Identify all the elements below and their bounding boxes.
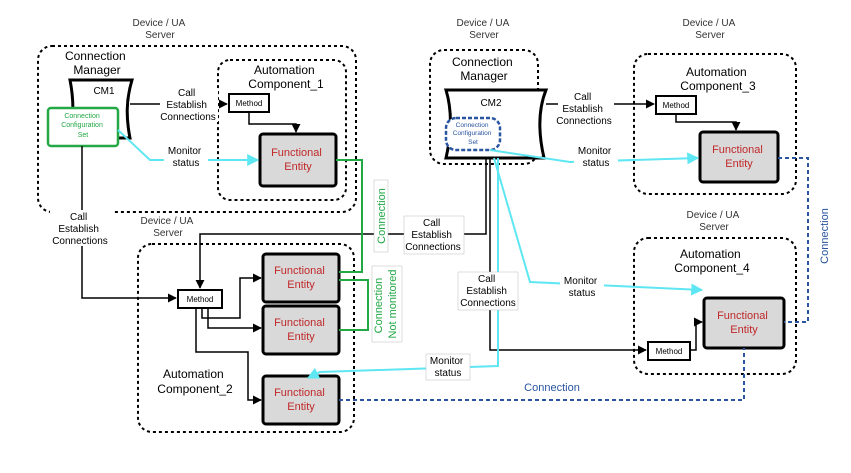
arrow-cm2-to-method4 — [489, 158, 647, 355]
functional-entity-ac2-c: Functional Entity — [261, 374, 341, 426]
label-call-establish-1: Call Establish Connections — [160, 88, 218, 123]
label-monitor-status-2: Monitor status — [574, 146, 618, 170]
svg-text:Functional Entity: Functional Entity — [271, 147, 325, 173]
svg-text:Method: Method — [656, 347, 683, 356]
svg-text:Method: Method — [663, 101, 690, 110]
svg-text:Functional Entity: Functional Entity — [274, 387, 328, 413]
ac4-title: Automation Component_4 — [674, 247, 750, 275]
cm1-config-label: Connection Configuration Set — [61, 113, 105, 139]
svg-text:Monitor status: Monitor status — [578, 146, 614, 169]
cm2-config-set — [444, 116, 502, 152]
monitor-cm2-to-fe2c — [306, 158, 499, 379]
server-box-5 — [633, 237, 797, 375]
label-call-establish-3: Call Establish Connections — [403, 215, 465, 255]
label-connection-blue-horizontal: Connection — [524, 382, 580, 394]
functional-entity-ac2-a: Functional Entity — [261, 252, 341, 304]
label-connection-not-monitored: Connection Not monitored — [371, 265, 403, 343]
monitor-cm2-to-fe3 — [489, 149, 700, 165]
svg-text:Monitor status: Monitor status — [564, 276, 600, 299]
svg-text:Connection: Connection — [376, 188, 388, 244]
svg-text:Monitor status: Monitor status — [168, 146, 204, 169]
ac1-title: Automation Component_1 — [248, 63, 324, 91]
method-box-ac3: Method — [655, 95, 697, 115]
functional-entity-ac2-b: Functional Entity — [261, 304, 341, 356]
server-label-5: Device / UA Server — [686, 210, 741, 233]
arrow-method1-to-fe1 — [248, 112, 301, 133]
blue-connection-fe3-to-fe4 — [778, 157, 809, 323]
arrow-method3-to-fe3 — [675, 114, 741, 131]
label-call-establish-2: Call Establish Connections — [50, 210, 112, 247]
ac3-title: Automation Component_3 — [680, 65, 756, 93]
svg-text:Functional Entity: Functional Entity — [274, 317, 328, 343]
cm1-config-set — [46, 106, 120, 148]
server-box-1 — [37, 45, 357, 213]
label-monitor-status-3: Monitor status — [560, 276, 604, 300]
method-box-ac4: Method — [647, 341, 691, 361]
server-label-3: Device / UA Server — [456, 18, 511, 41]
svg-text:Method: Method — [236, 99, 263, 108]
arrow-cm2-to-method2 — [195, 158, 487, 289]
monitor-cm2-to-fe4 — [493, 157, 704, 296]
green-connection-fe1-to-fe2a — [336, 159, 363, 273]
blue-connection-fe2c-to-fe4 — [339, 348, 745, 401]
svg-text:Call Establish Con: Call Establish Connections — [160, 88, 216, 123]
svg-text:Call Establish Con: Call Establish Connections — [52, 212, 108, 247]
functional-entity-ac3: Functional Entity — [698, 130, 780, 184]
svg-text:Method: Method — [187, 295, 214, 304]
server-box-2 — [137, 243, 355, 433]
label-connection-green: Connection — [373, 179, 389, 253]
arrow-method2-to-fe2a — [201, 273, 262, 319]
label-monitor-status-4: Monitor status — [425, 353, 471, 381]
server-label-1: Device / UA Server — [132, 18, 187, 41]
monitor-cm1-to-fe1 — [117, 129, 260, 166]
svg-text:Functional Entity: Functional Entity — [712, 144, 766, 170]
arrow-cm1-to-method2 — [81, 146, 177, 303]
svg-text:Call Establish Con: Call Establish Connections — [460, 274, 516, 309]
label-connection-blue-vertical: Connection — [819, 208, 831, 264]
arrow-method4-to-fe4 — [690, 317, 703, 351]
svg-text:Call Establish Con: Call Establish Connections — [405, 218, 461, 253]
functional-entity-ac1: Functional Entity — [258, 132, 338, 188]
arrow-method2-to-fe2c — [195, 308, 262, 405]
method-box-ac1: Method — [228, 93, 270, 113]
arrow-method2-to-fe2b — [207, 308, 262, 333]
svg-text:Connection Not monitored: Connection Not monitored — [373, 269, 399, 338]
cm2-doc-label: CM2 — [480, 98, 502, 109]
label-call-establish-5: Call Establish Connections — [457, 271, 519, 311]
cm2-title: Connection Manager — [452, 55, 516, 83]
server-label-4: Device / UA Server — [682, 18, 737, 41]
ac1-box — [217, 59, 347, 201]
svg-text:Functional Entity: Functional Entity — [274, 265, 328, 291]
ac2-title: Automation Component_2 — [157, 367, 233, 396]
cm1-doc-label: CM1 — [93, 86, 115, 97]
server-box-4 — [633, 53, 797, 195]
method-box-ac2: Method — [177, 289, 223, 309]
svg-text:Functional Entity: Functional Entity — [717, 310, 771, 336]
functional-entity-ac4: Functional Entity — [702, 296, 786, 350]
green-not-monitored-fe2a-to-fe2b — [339, 279, 369, 331]
svg-text:Call Establish Con: Call Establish Connections — [556, 92, 612, 127]
label-monitor-status-1: Monitor status — [164, 146, 208, 170]
cm2-config-label: Connection Configuration Set — [453, 122, 493, 146]
cm1-title: Connection Manager — [65, 49, 129, 77]
server-label-2: Device / UA Server — [140, 216, 195, 239]
svg-text:Monitor status: Monitor status — [430, 356, 466, 379]
label-call-establish-4: Call Establish Connections — [556, 92, 614, 127]
